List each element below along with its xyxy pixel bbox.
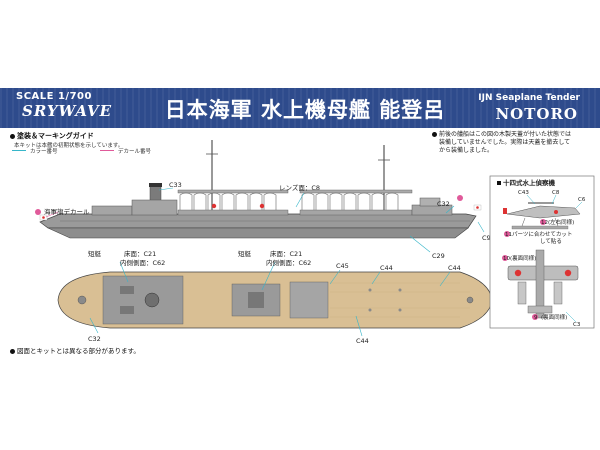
side-view: C33 レンズ面：C8 C32 C9 C29 海軍旗デカール: [35, 140, 491, 260]
label-c3: C3: [573, 322, 581, 328]
color-label: カラー番号: [30, 149, 58, 155]
badge-10: 10: [503, 256, 510, 262]
bullet-icon: [432, 132, 437, 137]
label-c32-side: C32: [437, 200, 450, 208]
decal10-note: (裏面同様): [510, 254, 536, 262]
label-c29: C29: [432, 252, 445, 260]
parts-note-2: して貼る: [540, 237, 562, 245]
label-floor2: 床面：C21: [270, 249, 302, 258]
aircraft-title: 十四式水上偵察機: [503, 178, 556, 187]
right-note: 前後の艤船はこの図の木製天蓋が付いた状態では 装備していませんでした。実際は天蓋…: [432, 131, 571, 155]
top-view: 短艇 床面：C21 内側側面：C62 短艇 床面：C21 内側側面：C62 C4…: [57, 249, 493, 345]
legend-note: 本キットは本艦の初期状態を示しています。: [14, 143, 124, 149]
label-inner2: 内側側面：C62: [266, 258, 311, 267]
label-c45: C45: [336, 262, 349, 270]
label-floor1: 床面：C21: [124, 249, 156, 258]
label-c33: C33: [169, 181, 182, 189]
decal12-note: (左右同様): [548, 218, 574, 226]
bullet-icon: [10, 133, 15, 139]
parts-note-1: パーツに合わせてカット: [512, 230, 572, 238]
label-c44-c: C44: [356, 337, 369, 345]
label-c43: C43: [518, 190, 529, 196]
flag-decal-label: 海軍旗デカール: [44, 207, 90, 216]
label-short1: 短艇: [88, 249, 102, 258]
color-line-swatch: [12, 150, 26, 151]
decal-line-swatch: [100, 150, 114, 151]
brand-logo: SRYWAVE: [22, 102, 113, 120]
badge-11: 11: [505, 232, 512, 238]
header-band: SCALE 1/700 SRYWAVE 日本海軍 水上機母艦 能登呂 IJN S…: [0, 88, 600, 128]
decal9-note: (裏面同様): [541, 313, 567, 321]
label-lens: レンズ面：C8: [279, 183, 320, 192]
bullet-icon: [10, 348, 15, 354]
decal-label: デカール番号: [118, 149, 152, 155]
legend-title: 塗装＆マーキングガイド: [10, 131, 94, 141]
label-inner1: 内側側面：C62: [120, 258, 165, 267]
badge-12: 12: [541, 220, 548, 226]
label-c6: C6: [578, 197, 586, 203]
badge-9: 9: [534, 315, 538, 321]
scale-label: SCALE 1/700: [16, 91, 92, 102]
english-subtitle: IJN Seaplane Tender: [478, 93, 580, 103]
label-c44-a: C44: [380, 264, 393, 272]
english-name: NOTORO: [495, 105, 578, 123]
label-c8: C8: [552, 190, 560, 196]
page-title: 日本海軍 水上機母艦 能登呂: [164, 97, 446, 122]
label-c32-top: C32: [88, 335, 101, 343]
footer-note: 図面とキットとは異なる部分があります。: [10, 345, 140, 355]
aircraft-panel: 十四式水上偵察機 C43 C8 C6 12 (左右同様) 11 パーツに合わせて…: [489, 175, 595, 329]
label-c9: C9: [482, 234, 491, 242]
label-short2: 短艇: [238, 249, 252, 258]
label-c44-b: C44: [448, 264, 461, 272]
